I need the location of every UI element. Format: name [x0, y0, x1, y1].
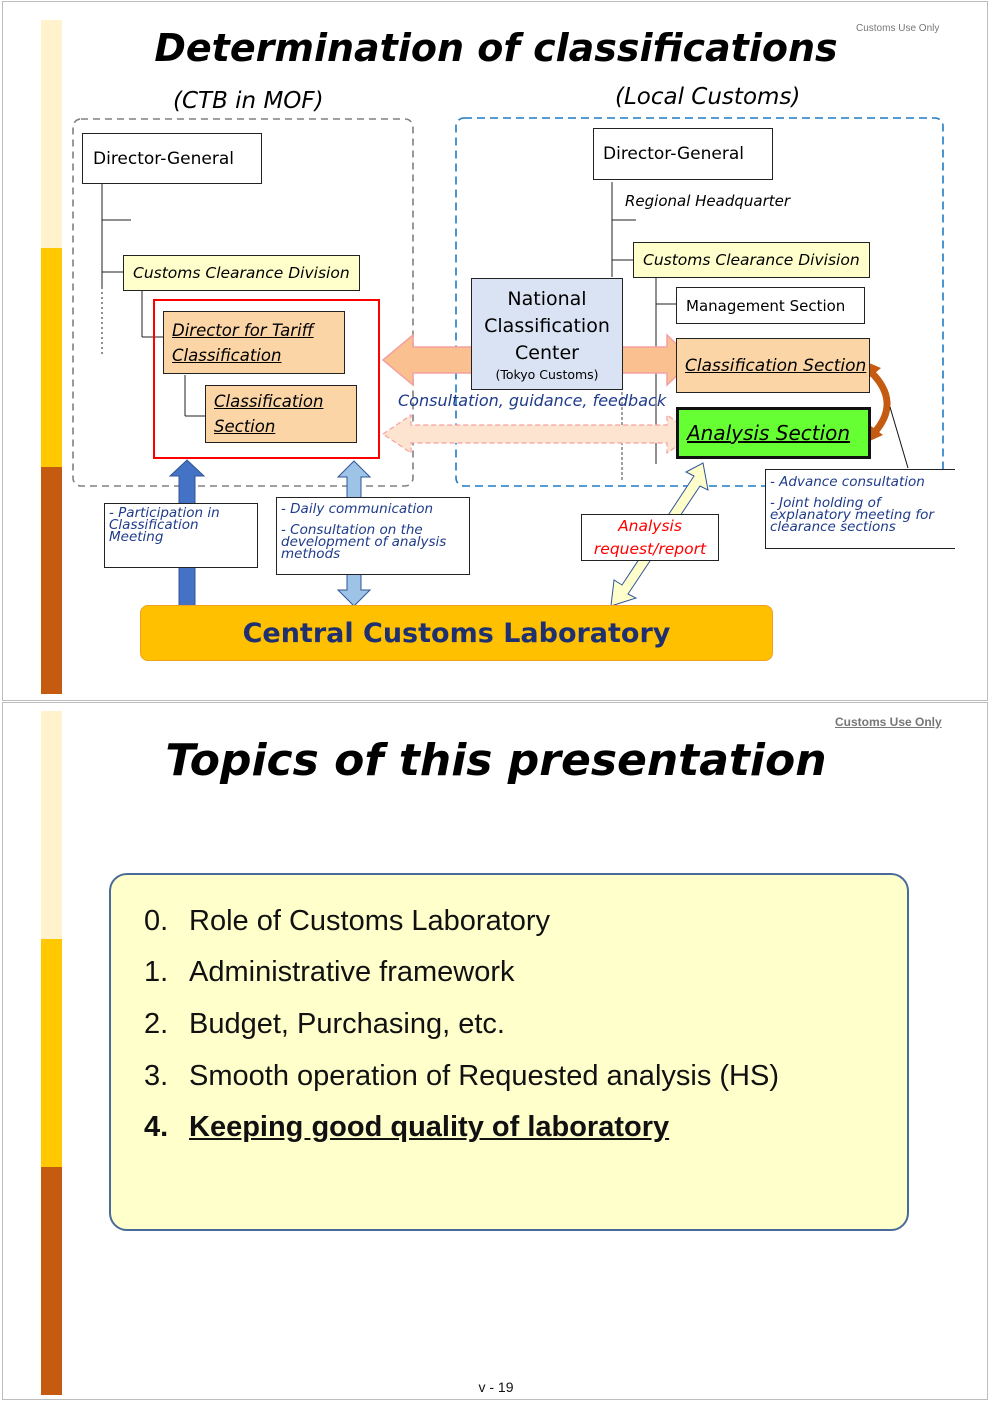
- ctb-director-general-box: Director-General: [82, 133, 262, 184]
- topic-item-4-current: 4. Keeping good quality of laboratory: [144, 1111, 669, 1144]
- ncc-subtitle: (Tokyo Customs): [495, 366, 599, 382]
- topic-text: Budget, Purchasing, etc.: [189, 1008, 505, 1040]
- joint-holding-text: - Joint holding of explanatory meeting f…: [770, 495, 934, 535]
- accent-bar-light: [41, 20, 62, 248]
- local-customs-clearance-division-box: Customs Clearance Division: [633, 242, 870, 278]
- central-customs-laboratory-box: Central Customs Laboratory: [140, 605, 773, 661]
- ncc-line-3: Center: [515, 341, 579, 364]
- advance-consultation-note: - Advance consultation - Joint holding o…: [765, 469, 955, 549]
- advance-consultation-text: - Advance consultation: [770, 474, 925, 490]
- ctb-director-general-text: Director-General: [93, 148, 234, 169]
- ctb-group-outline: [72, 118, 414, 487]
- local-classification-section-text: Classification Section: [685, 355, 867, 376]
- accent-bar-dark: [41, 1167, 62, 1395]
- local-classification-section-box: Classification Section: [676, 338, 870, 393]
- topic-text: Keeping good quality of laboratory: [189, 1111, 670, 1143]
- topic-number: 1.: [144, 956, 169, 988]
- confidential-label: Customs Use Only: [856, 23, 940, 34]
- topic-item-0: 0. Role of Customs Laboratory: [144, 905, 550, 938]
- ctb-classification-section-box: Classification Section: [205, 385, 357, 443]
- ctb-customs-clearance-division-box: Customs Clearance Division: [123, 255, 360, 291]
- analysis-request-note: Analysis request/report: [581, 514, 719, 561]
- director-tariff-classification-text: Director for Tariff Classification: [172, 320, 314, 365]
- ctb-classification-highlight-frame: [153, 299, 380, 459]
- topic-item-3: 3. Smooth operation of Requested analysis…: [144, 1060, 779, 1093]
- consultation-development-text: - Consultation on the development of ana…: [281, 522, 447, 562]
- topic-number: 0.: [144, 905, 169, 937]
- local-director-general-text: Director-General: [603, 144, 744, 164]
- local-customs-clearance-division-text: Customs Clearance Division: [643, 251, 860, 269]
- confidential-label: Customs Use Only: [835, 715, 942, 729]
- accent-bar-mid: [41, 939, 62, 1167]
- ncc-line-1: National: [507, 287, 587, 310]
- local-customs-group-label: (Local Customs): [615, 84, 801, 110]
- callout-line: [889, 406, 909, 469]
- ncc-line-2: Classification: [484, 314, 610, 337]
- accent-bar-dark: [41, 467, 62, 694]
- director-tariff-classification-box: Director for Tariff Classification: [163, 311, 345, 374]
- curved-double-arrow: [866, 367, 891, 437]
- daily-communication-note: - Daily communication - Consultation on …: [276, 497, 470, 575]
- topic-number: 4.: [144, 1111, 169, 1143]
- slide-title: Determination of classifications: [154, 26, 838, 70]
- slide-topics-of-this-presentation: Customs Use Only Topics of this presenta…: [2, 702, 988, 1400]
- topic-text: Role of Customs Laboratory: [189, 905, 551, 937]
- ctb-group-label: (CTB in MOF): [173, 88, 324, 114]
- participation-note: - Participation in Classification Meetin…: [104, 503, 258, 568]
- ctb-customs-clearance-division-text: Customs Clearance Division: [133, 264, 350, 282]
- management-section-text: Management Section: [686, 296, 846, 315]
- management-section-box: Management Section: [676, 287, 865, 324]
- daily-communication-text: - Daily communication: [281, 501, 434, 517]
- consultation-guidance-feedback-label: Consultation, guidance, feedback: [398, 391, 667, 410]
- slide-title: Topics of this presentation: [165, 735, 827, 786]
- local-director-general-box: Director-General: [593, 128, 773, 180]
- analysis-dashed-double-arrow: [381, 413, 697, 455]
- accent-bar-mid: [41, 248, 62, 467]
- topic-number: 3.: [144, 1060, 169, 1092]
- topic-item-1: 1. Administrative framework: [144, 956, 515, 989]
- accent-bar-light: [41, 711, 62, 939]
- topic-number: 2.: [144, 1008, 169, 1040]
- analysis-section-box: Analysis Section: [676, 407, 871, 459]
- slide-determination-of-classifications: Customs Use Only Determination of classi…: [2, 1, 988, 701]
- participation-note-text: - Participation in Classification Meetin…: [109, 505, 220, 545]
- page-number: v - 19: [478, 1379, 514, 1395]
- ctb-classification-section-text: Classification Section: [214, 392, 324, 436]
- topics-list-panel: 0. Role of Customs Laboratory 1. Administr…: [109, 873, 909, 1231]
- national-classification-center-box: National Classification Center (Tokyo Cu…: [471, 278, 623, 390]
- topic-text: Smooth operation of Requested analysis (…: [189, 1060, 779, 1092]
- topic-text: Administrative framework: [189, 956, 515, 988]
- regional-headquarter-label: Regional Headquarter: [625, 192, 791, 210]
- central-customs-laboratory-text: Central Customs Laboratory: [242, 617, 671, 649]
- analysis-request-text: Analysis request/report: [593, 517, 707, 558]
- topic-item-2: 2. Budget, Purchasing, etc.: [144, 1008, 505, 1041]
- analysis-section-text: Analysis Section: [687, 421, 851, 445]
